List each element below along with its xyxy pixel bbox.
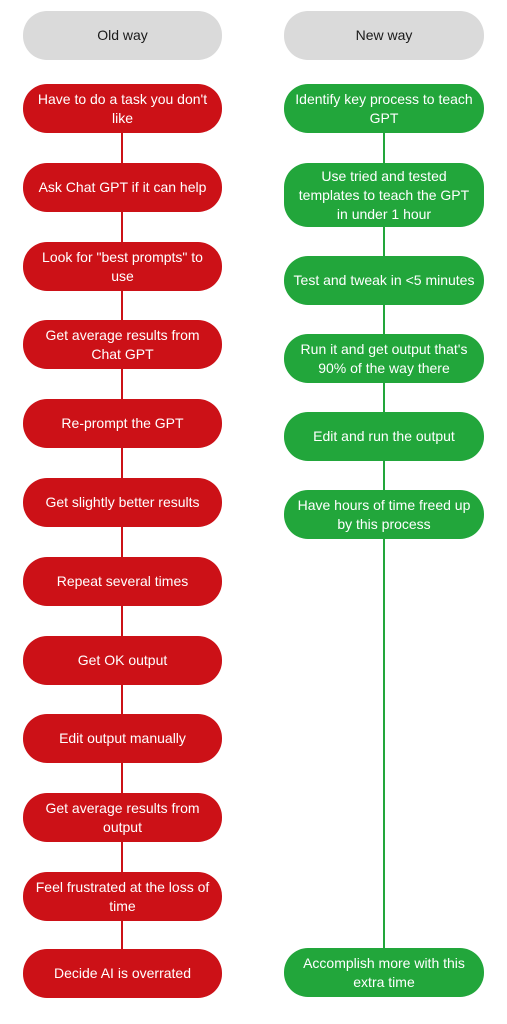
old-way-step-12: Decide AI is overrated [23, 949, 222, 998]
new-way-step-2: Use tried and tested templates to teach … [284, 163, 484, 227]
new-way-step-1: Identify key process to teach GPT [284, 84, 484, 133]
new-way-step-3: Test and tweak in <5 minutes [284, 256, 484, 305]
new-way-step-6: Have hours of time freed up by this proc… [284, 490, 484, 539]
old-way-step-1: Have to do a task you don't like [23, 84, 222, 133]
old-way-step-9: Edit output manually [23, 714, 222, 763]
old-way-step-8: Get OK output [23, 636, 222, 685]
old-way-step-2: Ask Chat GPT if it can help [23, 163, 222, 212]
old-way-step-4: Get average results from Chat GPT [23, 320, 222, 369]
new-way-header: New way [284, 11, 484, 60]
new-way-step-7: Accomplish more with this extra time [284, 948, 484, 997]
old-way-step-10: Get average results from output [23, 793, 222, 842]
old-way-step-7: Repeat several times [23, 557, 222, 606]
new-way-step-5: Edit and run the output [284, 412, 484, 461]
old-way-connector-line [121, 104, 123, 969]
old-way-step-11: Feel frustrated at the loss of time [23, 872, 222, 921]
old-way-header: Old way [23, 11, 222, 60]
old-way-step-3: Look for "best prompts" to use [23, 242, 222, 291]
old-way-step-6: Get slightly better results [23, 478, 222, 527]
old-way-step-5: Re-prompt the GPT [23, 399, 222, 448]
new-way-step-4: Run it and get output that's 90% of the … [284, 334, 484, 383]
